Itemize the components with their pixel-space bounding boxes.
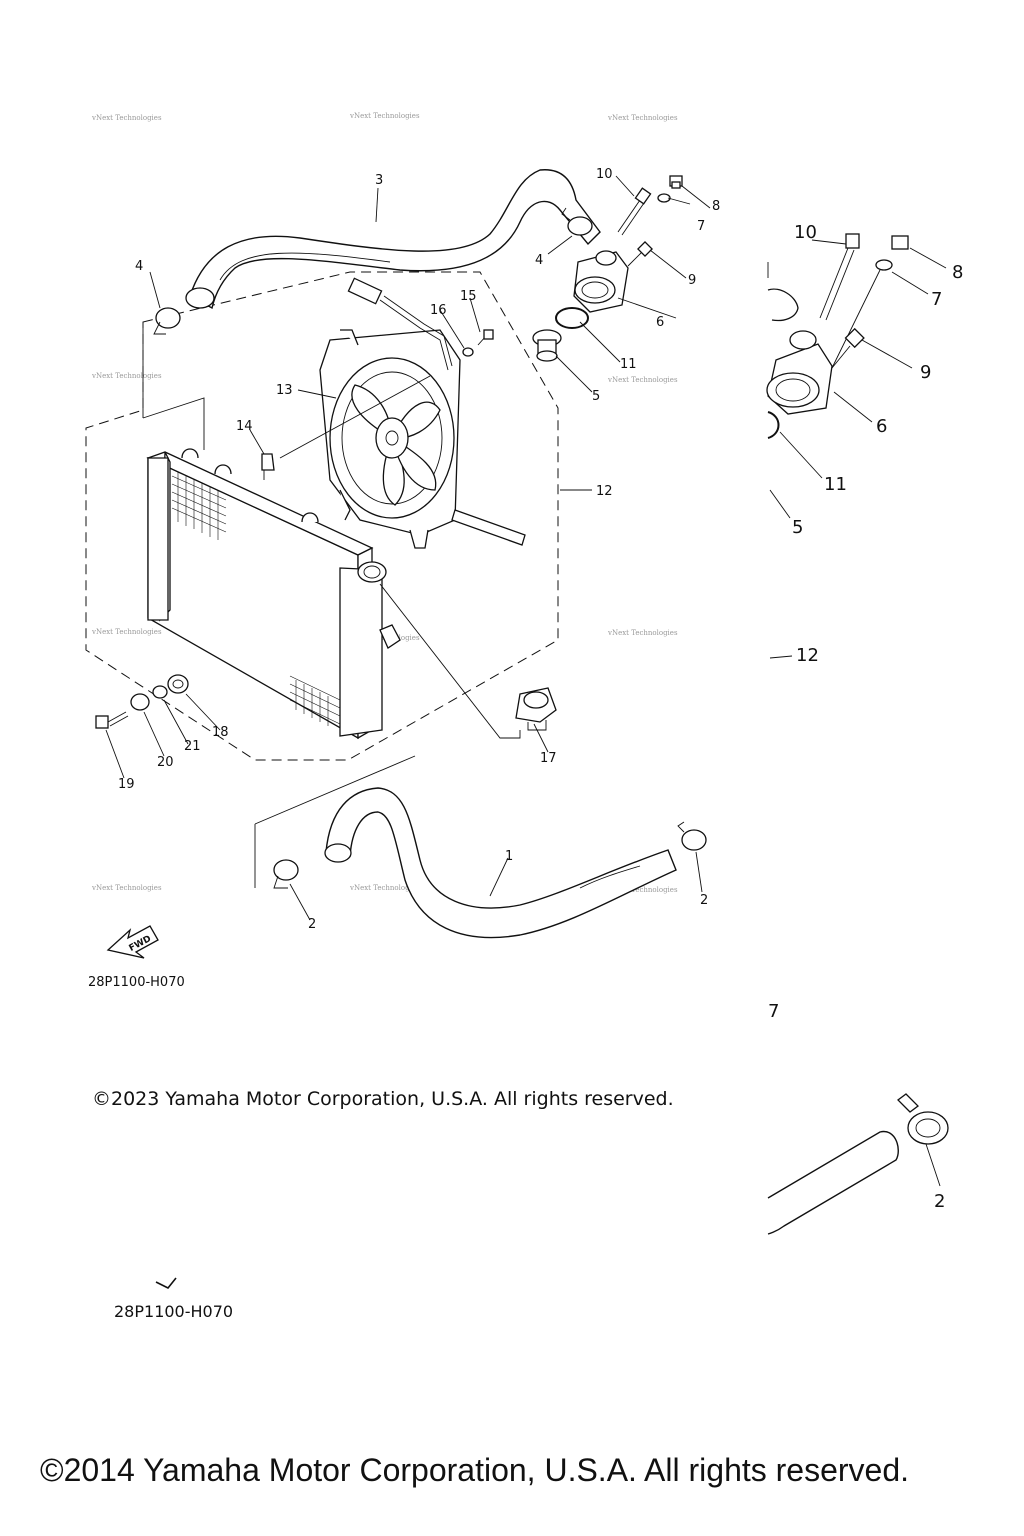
callout-14: 14 [236, 419, 253, 434]
callout-7: 7 [697, 219, 705, 234]
fwd-arrow: FWD [106, 925, 159, 959]
callout-17: 17 [540, 751, 557, 766]
assembly-outline [85, 271, 559, 761]
hose-line [579, 865, 641, 889]
callout-18: 18 [212, 725, 229, 740]
collar-21 [152, 685, 168, 699]
callout-2b: 2 [700, 893, 708, 908]
callout-21: 21 [184, 739, 201, 754]
thermostat [532, 329, 562, 362]
callout-16: 16 [430, 303, 447, 318]
bolt-19 [107, 711, 127, 723]
zoom-callout-11: 11 [824, 474, 847, 495]
watermark: vNext Technologies [91, 372, 162, 380]
callout-4a: 4 [135, 259, 143, 274]
grommet-18 [167, 674, 189, 694]
zoom-callout-9: 9 [920, 362, 931, 383]
zoom-callout-2: 2 [934, 1191, 945, 1212]
zoom-callout-8: 8 [952, 262, 963, 283]
fan-assembly [319, 329, 526, 549]
thermostat-housing [573, 250, 629, 313]
leader-lines [105, 175, 711, 921]
o-ring [555, 307, 589, 329]
washer-16 [462, 347, 474, 357]
hose-end [324, 843, 352, 863]
radiator-cap [515, 687, 557, 731]
callout-19: 19 [118, 777, 135, 792]
zoom-callout-10: 10 [794, 222, 817, 243]
callout-15: 15 [460, 289, 477, 304]
watermark: vNext Technologies [607, 376, 678, 384]
callout-2a: 2 [308, 917, 316, 932]
zoom-callout-5: 5 [792, 517, 803, 538]
fan-wiring [347, 277, 453, 371]
radiator [146, 448, 401, 740]
copyright-lower: ©2014 Yamaha Motor Corporation, U.S.A. A… [40, 1452, 910, 1488]
zoom-callout-7b: 7 [768, 1001, 779, 1022]
callout-10: 10 [596, 167, 613, 182]
bolt-8 [669, 175, 683, 189]
watermark: vNext Technologies [91, 884, 162, 892]
callout-9: 9 [688, 273, 696, 288]
callout-3: 3 [375, 173, 383, 188]
watermark: vNext Technologies [607, 629, 678, 637]
watermark: vNext Technologies [607, 114, 678, 122]
hose-clamp-right [561, 207, 593, 236]
callout-1: 1 [505, 849, 513, 864]
callout-8: 8 [712, 199, 720, 214]
callout-4b: 4 [535, 253, 543, 268]
bolt-10 [617, 187, 652, 236]
hose-end [185, 287, 215, 309]
callout-20: 20 [157, 755, 174, 770]
zoomed-partial-view: 10 8 7 9 6 11 5 12 7 2 [766, 222, 963, 1235]
hose-clamp-lower-left [273, 859, 299, 889]
bolt-15 [477, 329, 494, 346]
upper-radiator-hose [189, 169, 601, 310]
diagram-code-upper: 28P1100-H070 [88, 975, 185, 990]
callout-5: 5 [592, 389, 600, 404]
callout-12: 12 [596, 484, 613, 499]
hose-clamp-lower-right [677, 821, 707, 851]
part-callouts: 3 4 4 10 8 7 9 6 11 5 15 16 13 14 12 18 … [118, 167, 720, 932]
bolt-9 [627, 241, 653, 267]
callout-11: 11 [620, 357, 637, 372]
callout-6: 6 [656, 315, 664, 330]
diagram-code-lower: 28P1100-H070 [114, 1302, 234, 1321]
callout-13: 13 [276, 383, 293, 398]
washer-7 [657, 193, 671, 203]
lower-radiator-hose [325, 787, 677, 939]
watermark: vNext Technologies [91, 114, 162, 122]
partial-fwd-arrow [155, 1277, 177, 1290]
zoom-callout-6: 6 [876, 416, 887, 437]
watermark: vNext Technologies [91, 628, 162, 636]
bracket-14 [261, 453, 275, 480]
zoom-callout-12: 12 [796, 645, 819, 666]
copyright-upper: ©2023 Yamaha Motor Corporation, U.S.A. A… [92, 1088, 674, 1110]
hose-line [219, 252, 391, 281]
hose-clamp-left [153, 307, 181, 335]
watermark: vNext Technologies [349, 884, 420, 892]
washer-20 [130, 693, 150, 711]
mount-hardware [95, 674, 189, 729]
watermark: vNext Technologies [607, 886, 678, 894]
zoom-callout-7: 7 [931, 289, 942, 310]
watermark: vNext Technologies [349, 112, 420, 120]
